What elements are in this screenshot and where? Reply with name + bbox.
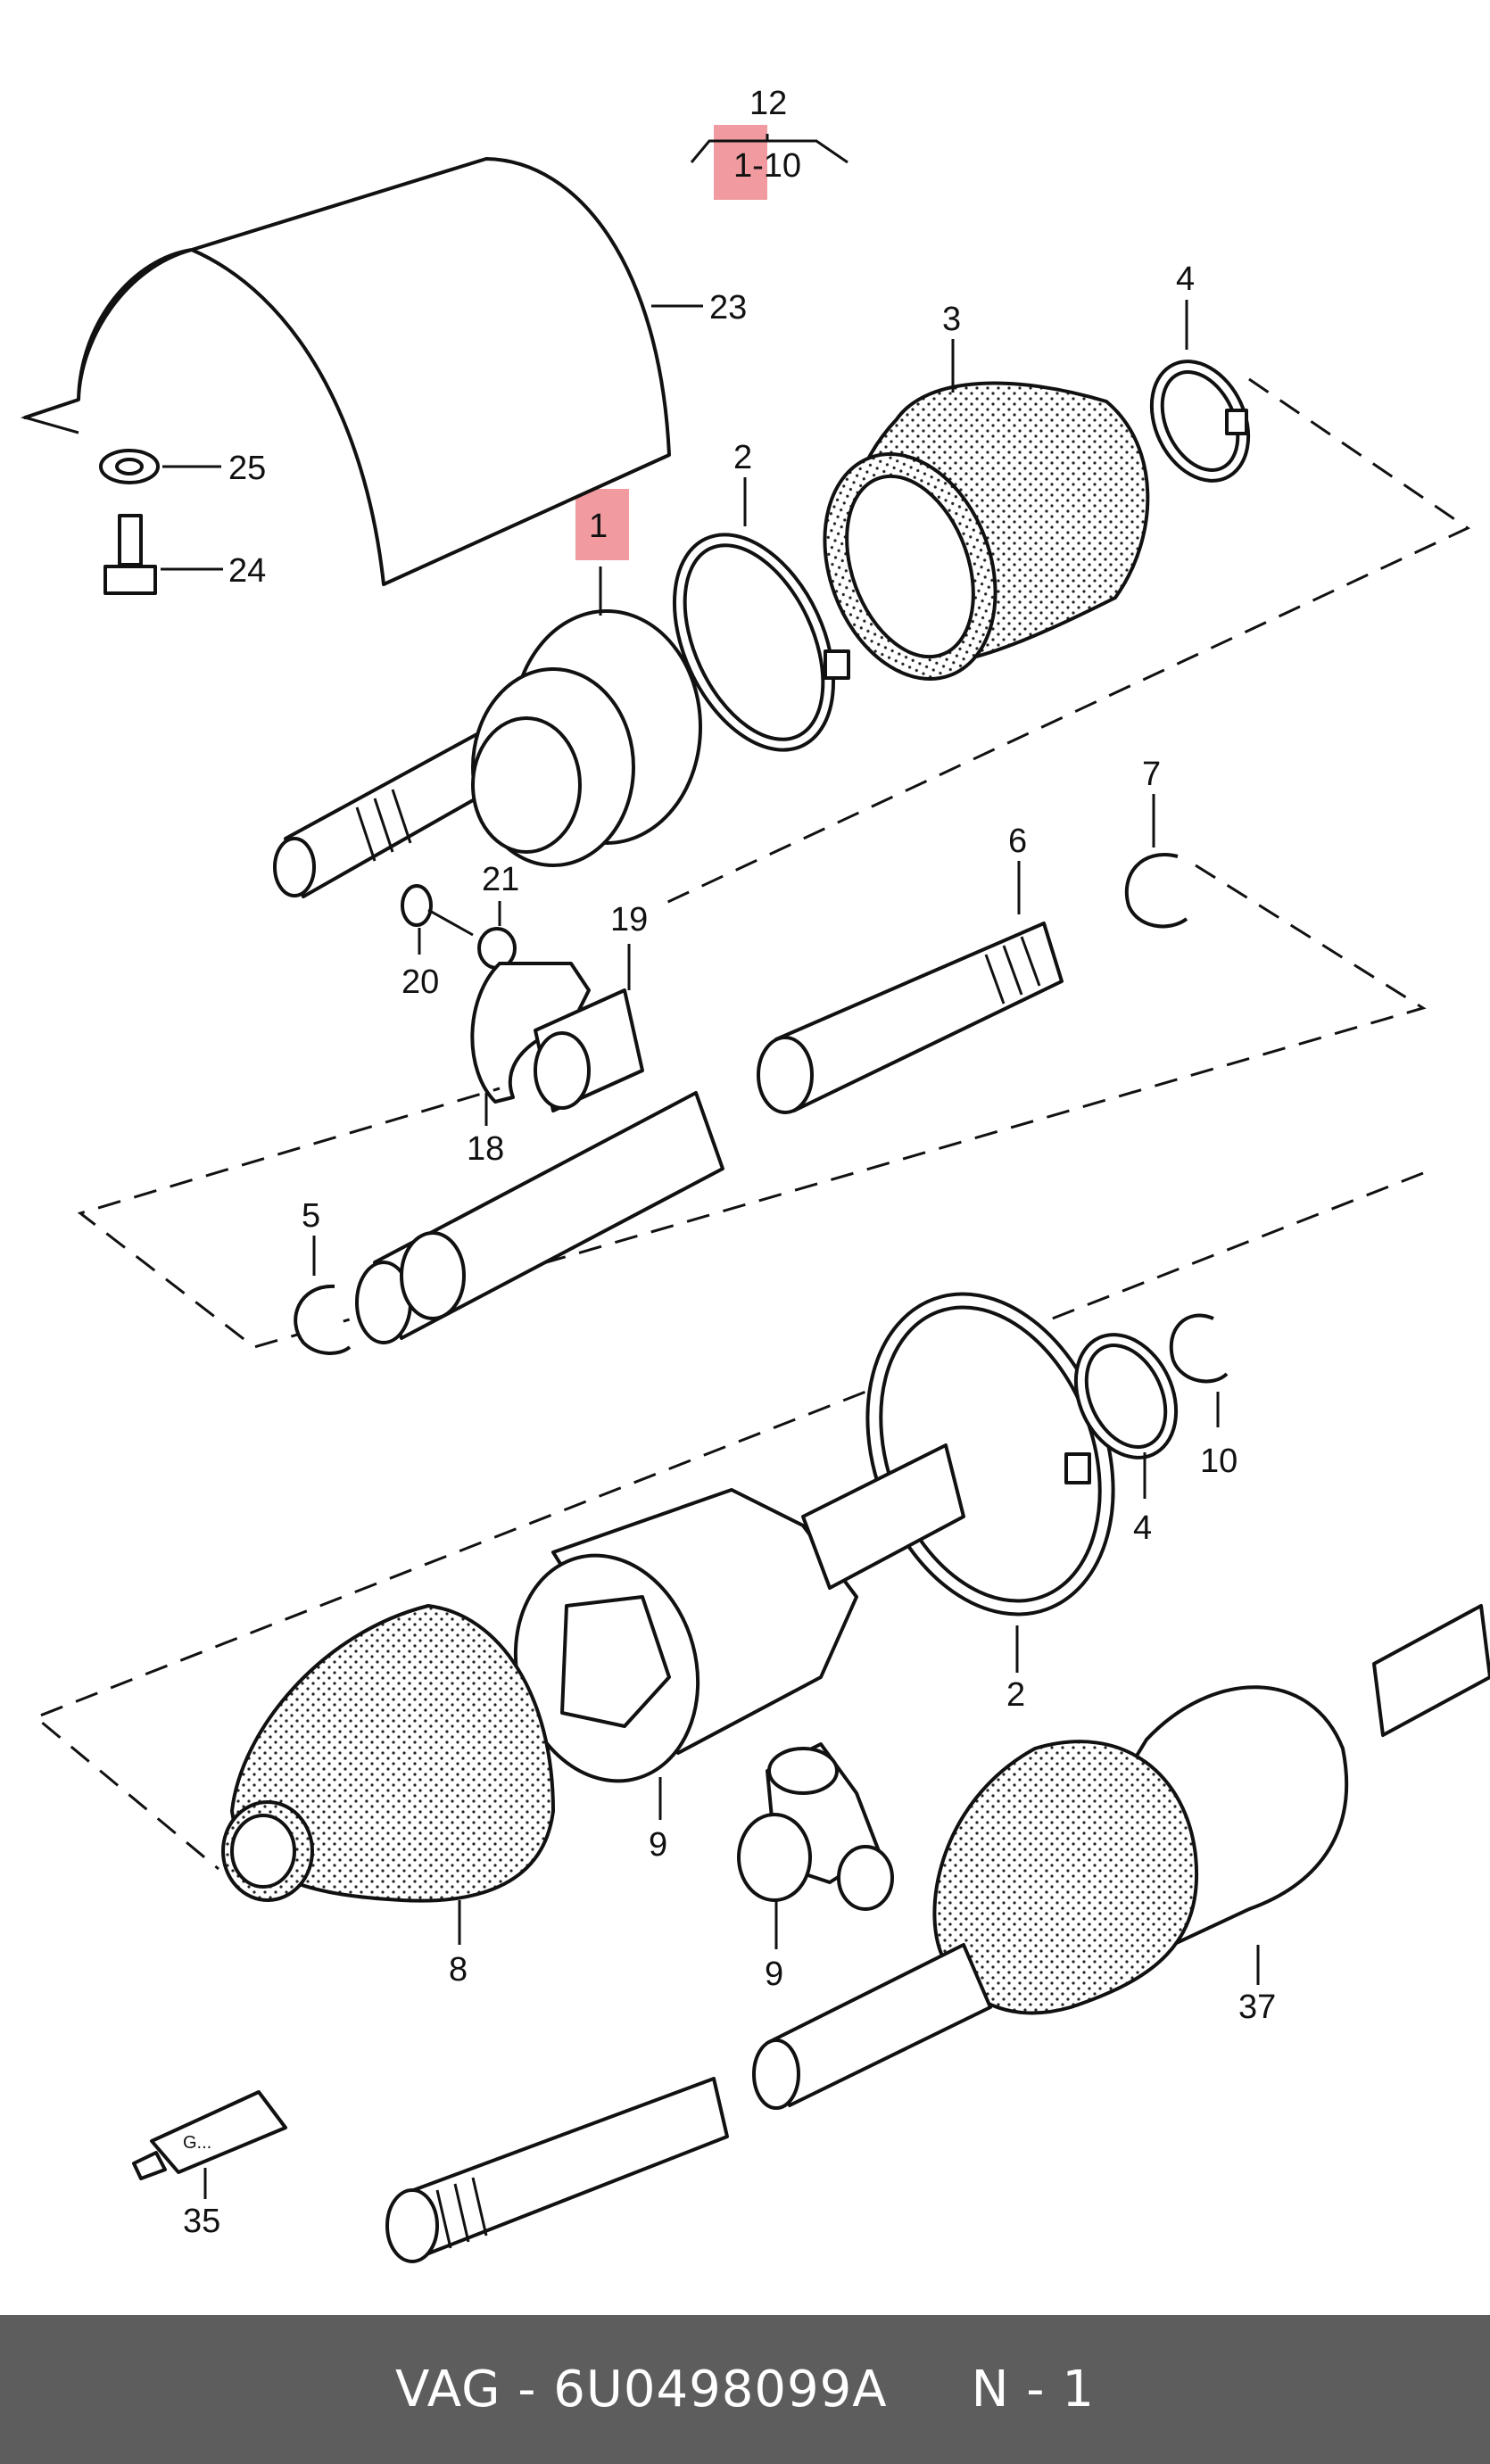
group-bracket [690, 134, 848, 164]
callout-19: 19 [610, 901, 648, 938]
callout-7: 7 [1142, 756, 1161, 793]
callout-2-bottom: 2 [1006, 1676, 1025, 1714]
callout-6: 6 [1008, 823, 1027, 860]
callout-1-10: 1-10 [733, 147, 801, 185]
clamp-bottom [865, 1292, 1115, 1616]
exploded-parts-diagram: 12 1-10 23 25 24 1 2 [20, 85, 1490, 2263]
washer [99, 449, 160, 484]
callout-2-top: 2 [733, 439, 752, 476]
callout-21: 21 [482, 861, 519, 898]
callout-23: 23 [709, 289, 747, 327]
part-number-text: VAG - 6U0498099A N - 1 [395, 2361, 1095, 2419]
intermediate-shaft [757, 922, 1064, 1114]
small-clamp-top [1149, 360, 1251, 483]
callout-9-a: 9 [649, 1826, 667, 1864]
tripod-joint [737, 1742, 894, 1911]
inner-cv-joint [513, 1443, 965, 1783]
tube-label: G... [183, 2133, 211, 2153]
highlight-1-10 [714, 125, 767, 200]
circlip-top [1124, 853, 1188, 929]
callout-9-b: 9 [765, 1955, 783, 1993]
callout-20: 20 [401, 963, 439, 1001]
callout-12: 12 [749, 85, 787, 122]
grease-tube: G... [132, 2090, 287, 2180]
small-clamp-bottom [1073, 1333, 1179, 1459]
callout-3: 3 [942, 301, 961, 338]
callout-25: 25 [228, 450, 266, 487]
callout-10: 10 [1200, 1443, 1238, 1480]
heat-shield [20, 157, 671, 586]
drive-shaft-assembly [385, 1604, 1490, 2263]
callout-37: 37 [1238, 1989, 1276, 2026]
clamp-top [672, 533, 850, 752]
callout-24: 24 [228, 552, 266, 590]
highlight-1 [575, 489, 629, 560]
small-bolt [401, 884, 474, 937]
callout-4-top: 4 [1176, 260, 1195, 298]
callout-35: 35 [183, 2203, 220, 2240]
circlip-10 [1169, 1313, 1229, 1384]
callout-18: 18 [467, 1130, 504, 1168]
bolt [103, 514, 157, 595]
footer-bar: VAG - 6U0498099A N - 1 [0, 2315, 1490, 2464]
shaft-lower [355, 1091, 724, 1344]
callout-8: 8 [449, 1951, 468, 1989]
callout-4-bottom: 4 [1133, 1509, 1152, 1547]
bearing [534, 988, 644, 1112]
callout-1: 1 [589, 508, 608, 545]
dashed-outline-middle [77, 864, 1427, 1349]
inner-boot [221, 1603, 556, 1903]
outer-boot [823, 381, 1150, 681]
callout-5: 5 [302, 1197, 320, 1235]
circlip-5 [294, 1284, 352, 1355]
dashed-outline-top [659, 377, 1471, 907]
outer-cv-joint [273, 609, 702, 898]
